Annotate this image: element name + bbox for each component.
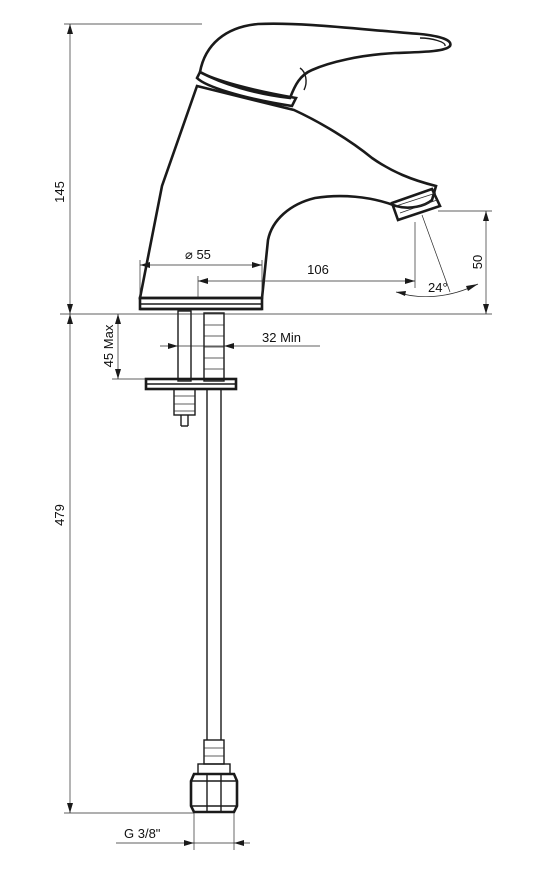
label-mount-max: 45 Max bbox=[101, 324, 116, 367]
dim-outlet-height: 50 bbox=[438, 210, 492, 314]
dim-spout-reach: 106 bbox=[197, 222, 416, 298]
mounting-hardware bbox=[144, 310, 238, 427]
dim-hose-length: 479 bbox=[52, 314, 73, 813]
dim-mount-max: 45 Max bbox=[101, 314, 146, 380]
cartridge-cap bbox=[195, 70, 298, 108]
hose-hex-nut bbox=[189, 772, 239, 814]
faucet-body bbox=[138, 22, 452, 311]
label-outlet-height: 50 bbox=[470, 255, 485, 269]
mounting-nut bbox=[173, 388, 196, 416]
dim-connection-thread: G 3/8" bbox=[116, 813, 250, 850]
spout bbox=[138, 84, 438, 300]
label-body-height: 145 bbox=[52, 181, 67, 203]
dim-base-diameter: ⌀ 55 bbox=[139, 247, 263, 298]
flexible-hose bbox=[189, 389, 239, 814]
label-hole-min: 32 Min bbox=[262, 330, 301, 345]
label-hose-length: 479 bbox=[52, 504, 67, 526]
label-base-diameter: ⌀ 55 bbox=[185, 247, 211, 262]
reference-lines bbox=[60, 23, 492, 814]
label-connection-thread: G 3/8" bbox=[124, 826, 161, 841]
dim-spray-angle: 24° bbox=[395, 214, 479, 298]
dim-hole-min: 32 Min bbox=[160, 330, 320, 349]
lever-handle bbox=[198, 22, 452, 100]
label-spray-angle: 24° bbox=[428, 280, 448, 295]
dim-body-height: 145 bbox=[52, 24, 73, 314]
label-spout-reach: 106 bbox=[307, 262, 329, 277]
aerator bbox=[390, 187, 442, 222]
